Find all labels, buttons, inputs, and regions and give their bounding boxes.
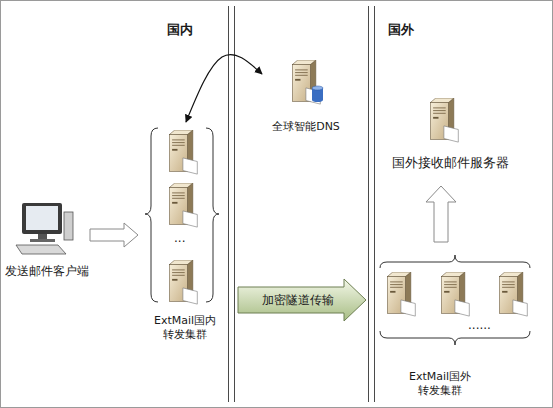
server-icon (169, 130, 197, 304)
region-label: 国外 (388, 21, 414, 39)
flow-arrow (90, 223, 138, 247)
dns-server-icon (292, 60, 323, 104)
node-label: 国外接收邮件服务器 (385, 156, 515, 170)
node-label: ExtMail国外 转发集群 (395, 370, 485, 398)
cluster-node: ExtMail国外 转发集群 (366, 242, 540, 402)
flow-arrow (426, 186, 456, 242)
cluster-bracket (380, 331, 530, 345)
ellipsis-label: ...... (468, 318, 491, 332)
computer-icon (16, 203, 73, 254)
server-icon (430, 98, 458, 142)
cluster-bracket (145, 128, 158, 302)
server-node: 国外接收邮件服务器 (385, 96, 515, 186)
server-icon (387, 272, 527, 316)
node-label: 发送邮件客户端 (4, 264, 90, 278)
cluster-node: ExtMail国内 转发集群 (138, 122, 238, 348)
dns-node: 全球智能DNS (262, 58, 350, 138)
region-label: 国内 (167, 21, 193, 39)
region-divider (229, 6, 375, 402)
cluster-bracket (206, 128, 219, 302)
client-node: 发送邮件客户端 (4, 196, 90, 282)
node-label: ExtMail国内 转发集群 (140, 314, 230, 342)
node-label: 全球智能DNS (262, 120, 350, 134)
flow-arrow (238, 279, 366, 321)
ellipsis-label: ... (174, 231, 185, 245)
query-arrow (186, 54, 262, 122)
cluster-bracket (380, 255, 530, 268)
edge-label: 加密隧道传输 (262, 292, 334, 309)
